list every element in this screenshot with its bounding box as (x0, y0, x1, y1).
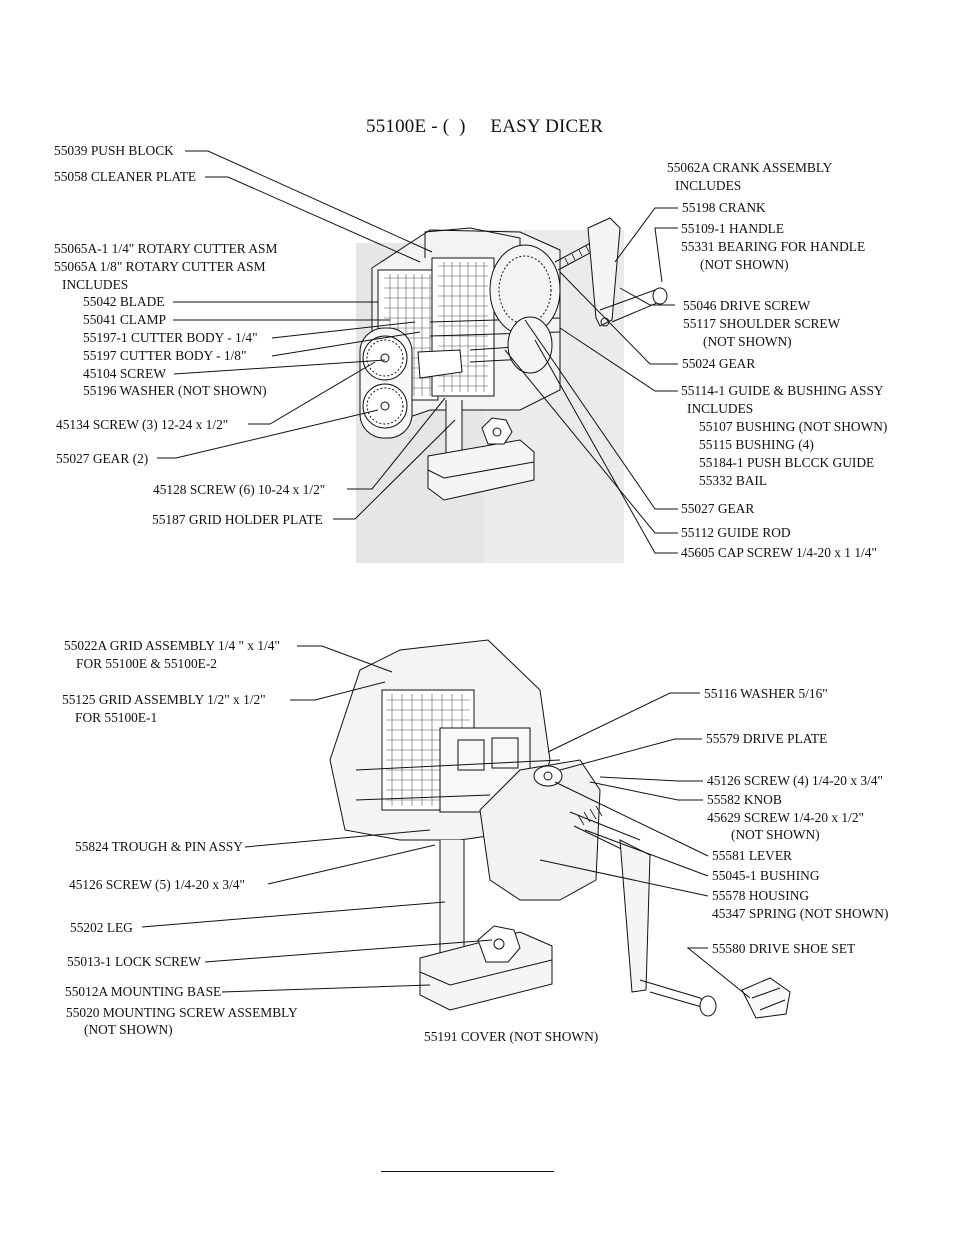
label-knob: 55582 KNOB (707, 792, 782, 807)
label-gear-55024: 55024 GEAR (682, 356, 756, 371)
label-cover: 55191 COVER (NOT SHOWN) (424, 1029, 599, 1044)
label-handle: 55109-1 HANDLE (681, 221, 785, 236)
label-bearing-not-shown: (NOT SHOWN) (700, 257, 789, 272)
label-push-block-guide: 55184-1 PUSH BLCCK GUIDE (699, 455, 875, 470)
label-screw-45104: 45104 SCREW (83, 366, 166, 381)
label-bearing-handle: 55331 BEARING FOR HANDLE (681, 239, 866, 254)
label-crank-includes: INCLUDES (675, 178, 742, 193)
label-gear-55027-2: 55027 GEAR (2) (56, 451, 149, 466)
label-drive-screw: 55046 DRIVE SCREW (683, 298, 811, 313)
footer-rule (381, 1171, 554, 1172)
label-grid-for-1-4: FOR 55100E & 55100E-2 (76, 656, 217, 671)
label-guide-bushing-assy: 55114-1 GUIDE & BUSHING ASSY (681, 383, 884, 398)
label-grid-for-1-2: FOR 55100E-1 (75, 710, 158, 725)
bottom-leader-lines (141, 645, 751, 999)
label-lever: 55581 LEVER (712, 848, 792, 863)
label-spring: 45347 SPRING (NOT SHOWN) (712, 906, 889, 921)
top-leader-lines (157, 150, 678, 554)
label-clamp: 55041 CLAMP (83, 312, 166, 327)
label-drive-shoe: 55580 DRIVE SHOE SET (712, 941, 856, 956)
label-screw-45134: 45134 SCREW (3) 12-24 x 1/2" (56, 417, 229, 432)
label-cutter-body-1-4: 55197-1 CUTTER BODY - 1/4" (83, 330, 258, 345)
label-lock-screw: 55013-1 LOCK SCREW (67, 954, 201, 969)
label-rotary-cutter-1-4: 55065A-1 1/4" ROTARY CUTTER ASM (54, 241, 278, 256)
label-push-block: 55039 PUSH BLOCK (54, 143, 174, 158)
label-cap-screw: 45605 CAP SCREW 1/4-20 x 1 1/4" (681, 545, 877, 560)
page-title: 55100E - ( ) EASY DICER (366, 116, 604, 137)
label-bushing-55045: 55045-1 BUSHING (712, 868, 820, 883)
label-washer-55196: 55196 WASHER (NOT SHOWN) (83, 383, 267, 398)
label-rotary-includes: INCLUDES (62, 277, 129, 292)
label-drive-plate: 55579 DRIVE PLATE (706, 731, 828, 746)
label-screw-45128: 45128 SCREW (6) 10-24 x 1/2" (153, 482, 326, 497)
label-bushing-55115: 55115 BUSHING (4) (699, 437, 814, 452)
label-bail: 55332 BAIL (699, 473, 768, 488)
label-screw-45629-not-shown: (NOT SHOWN) (731, 827, 820, 842)
label-grid-assembly-1-4: 55022A GRID ASSEMBLY 1/4 " x 1/4" (64, 638, 280, 653)
top-assembly-drawing (356, 217, 668, 563)
label-screw-45126-4: 45126 SCREW (4) 1/4-20 x 3/4" (707, 773, 883, 788)
label-guide-includes: INCLUDES (687, 401, 754, 416)
label-screw-45629: 45629 SCREW 1/4-20 x 1/2" (707, 810, 864, 825)
label-crank: 55198 CRANK (682, 200, 766, 215)
label-crank-assembly: 55062A CRANK ASSEMBLY (667, 160, 833, 175)
label-grid-holder-plate: 55187 GRID HOLDER PLATE (152, 512, 323, 527)
label-mounting-screw: 55020 MOUNTING SCREW ASSEMBLY (66, 1005, 298, 1020)
label-leg: 55202 LEG (70, 920, 133, 935)
label-screw-45126-5: 45126 SCREW (5) 1/4-20 x 3/4" (69, 877, 245, 892)
label-housing: 55578 HOUSING (712, 888, 810, 903)
label-shoulder-screw: 55117 SHOULDER SCREW (683, 316, 841, 331)
label-gear-55027: 55027 GEAR (681, 501, 755, 516)
label-grid-assembly-1-2: 55125 GRID ASSEMBLY 1/2" x 1/2" (62, 692, 266, 707)
label-cleaner-plate: 55058 CLEANER PLATE (54, 169, 197, 184)
label-rotary-cutter-1-8: 55065A 1/8" ROTARY CUTTER ASM (54, 259, 266, 274)
label-mounting-base: 55012A MOUNTING BASE (65, 984, 222, 999)
label-cutter-body-1-8: 55197 CUTTER BODY - 1/8" (83, 348, 247, 363)
label-washer-5-16: 55116 WASHER 5/16" (704, 686, 828, 701)
bottom-assembly-drawing (329, 639, 791, 1019)
label-blade: 55042 BLADE (83, 294, 165, 309)
label-shoulder-not-shown: (NOT SHOWN) (703, 334, 792, 349)
label-guide-rod: 55112 GUIDE ROD (681, 525, 791, 540)
label-trough-pin: 55824 TROUGH & PIN ASSY (75, 839, 243, 854)
label-bushing-55107: 55107 BUSHING (NOT SHOWN) (699, 419, 888, 434)
label-mounting-not-shown: (NOT SHOWN) (84, 1022, 173, 1037)
